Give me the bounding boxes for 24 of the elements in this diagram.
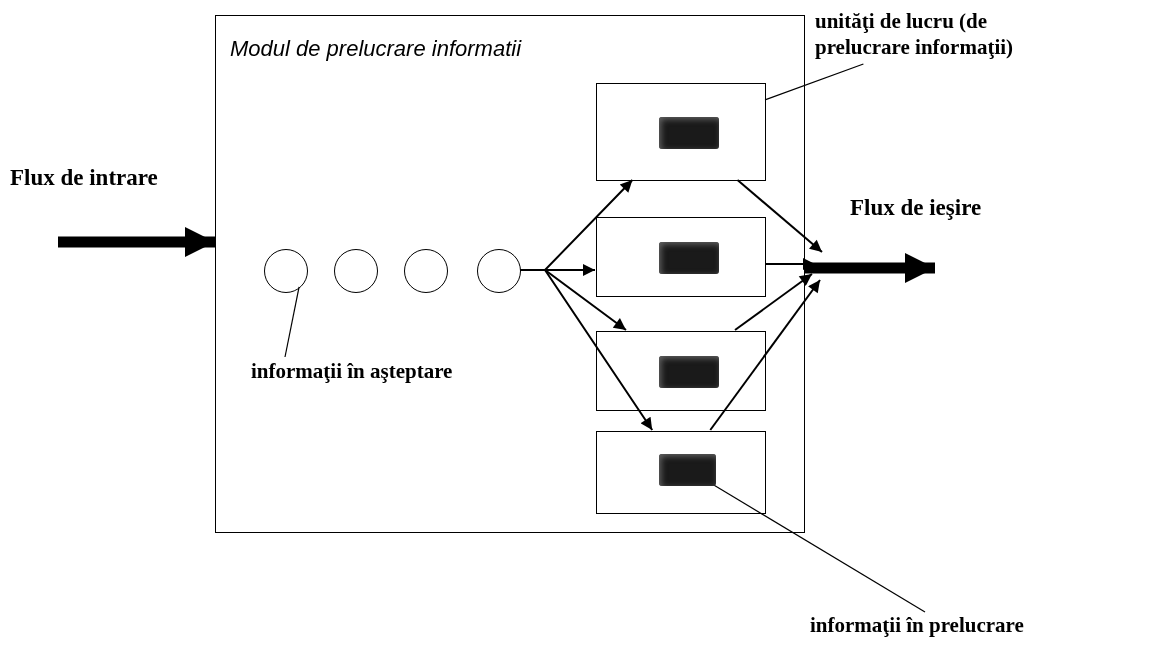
work-unit-box	[596, 431, 766, 514]
leader-line	[284, 286, 300, 358]
leader-line	[764, 63, 864, 101]
flow-label: Flux de intrare	[10, 165, 158, 191]
processing-block	[659, 242, 719, 274]
arrow	[58, 227, 215, 257]
work-unit-box	[596, 217, 766, 297]
module-box	[215, 15, 805, 533]
arrow	[734, 273, 813, 331]
flow-label: Flux de ieşire	[850, 195, 982, 221]
work-unit-box	[596, 83, 766, 181]
module-title: Modul de prelucrare informatii	[230, 36, 522, 62]
work-unit-box	[596, 331, 766, 411]
annotation-text: informaţii în aşteptare	[251, 358, 491, 384]
processing-block	[659, 356, 719, 388]
arrow	[519, 269, 654, 431]
arrow	[736, 179, 823, 253]
arrow	[764, 258, 816, 270]
arrow	[805, 253, 935, 283]
arrow	[709, 279, 821, 431]
annotation-text: unităţi de lucru (de prelucrare informaţii)	[815, 8, 1065, 60]
annotation-text: informaţii în prelucrare	[810, 612, 1090, 638]
processing-block	[659, 117, 719, 149]
processing-block	[659, 454, 716, 486]
